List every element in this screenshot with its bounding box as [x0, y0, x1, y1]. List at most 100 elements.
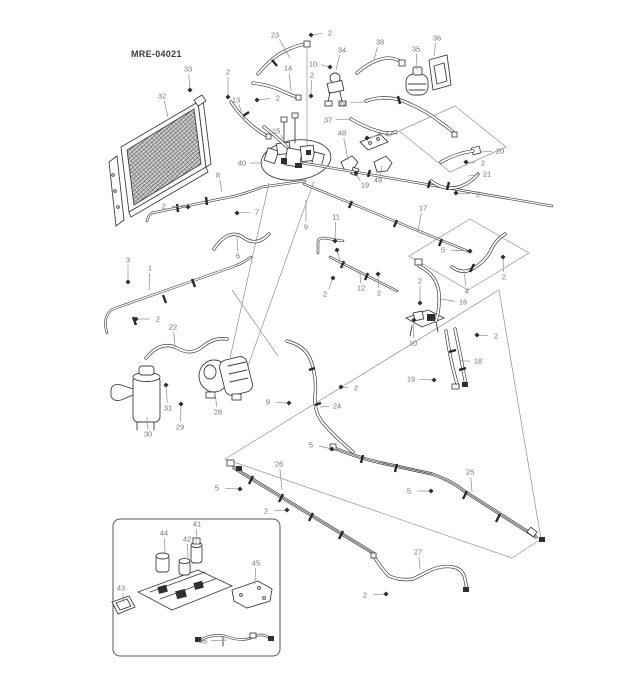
- callout-part-2: 2: [310, 71, 314, 80]
- leader-line-36: [433, 42, 437, 57]
- bolt-marker: [225, 94, 231, 100]
- callout-part-18: 18: [474, 357, 482, 366]
- leader-line-8: [219, 179, 223, 193]
- leader-line-33: [188, 73, 191, 91]
- bolt-marker: [375, 271, 381, 277]
- callout-part-16: 16: [459, 298, 467, 307]
- callout-part-13: 13: [232, 96, 240, 105]
- callout-part-2: 2: [494, 332, 498, 341]
- callout-part-11: 11: [332, 213, 340, 222]
- callout-part-38: 38: [376, 38, 384, 47]
- callout-part-28: 28: [214, 408, 222, 417]
- leader-line-15: [280, 134, 289, 148]
- callout-part-9: 9: [266, 398, 270, 407]
- leader-line-41: [195, 528, 197, 544]
- bolt-marker: [254, 97, 260, 103]
- callout-part-45: 45: [252, 559, 260, 568]
- callout-part-2: 2: [476, 190, 480, 199]
- callout-part-10: 10: [309, 60, 317, 69]
- leader-line-35: [415, 53, 418, 71]
- leader-line-6: [236, 236, 238, 252]
- callout-part-24: 24: [333, 402, 341, 411]
- leader-line-2: [310, 79, 313, 97]
- bolt-marker: [185, 204, 191, 210]
- callout-part-29: 29: [176, 423, 184, 432]
- callout-part-8: 8: [216, 171, 220, 180]
- pump-35-illustration: [405, 66, 429, 96]
- callout-part-2: 2: [162, 202, 166, 211]
- bolt-marker: [338, 384, 344, 390]
- callout-part-4: 4: [465, 287, 469, 296]
- bolt-marker: [133, 316, 139, 322]
- bolt-marker: [332, 238, 338, 244]
- callout-part-32: 32: [158, 92, 166, 101]
- leader-line-16: [440, 298, 456, 302]
- leader-line-1: [148, 272, 151, 291]
- bolt-marker: [383, 591, 389, 597]
- bolt-marker: [428, 488, 434, 494]
- leader-line-22: [173, 331, 176, 348]
- leader-line-5: [450, 249, 471, 252]
- bolt-marker: [334, 247, 340, 253]
- callout-part-7: 7: [255, 208, 259, 217]
- leader-line-29: [179, 403, 182, 423]
- callout-part-2: 2: [341, 261, 345, 270]
- leader-line-44: [163, 537, 166, 554]
- bolt-marker: [364, 135, 370, 141]
- leader-line-37: [335, 118, 352, 121]
- callout-part-48: 48: [338, 129, 346, 138]
- leader-line-25: [470, 476, 473, 493]
- leader-line-38: [373, 46, 378, 61]
- leader-line-11: [334, 221, 337, 242]
- callout-part-5: 5: [215, 484, 219, 493]
- bolt-marker: [125, 279, 131, 285]
- leader-line-13: [238, 104, 246, 123]
- bolt-marker: [163, 382, 169, 388]
- leader-line-45: [254, 567, 257, 585]
- bolt-marker: [500, 254, 506, 260]
- callout-part-37: 37: [324, 116, 332, 125]
- callout-part-2: 2: [156, 315, 160, 324]
- leader-line-43: [122, 592, 125, 603]
- callout-part-2: 2: [481, 159, 485, 168]
- leader-line-28: [214, 392, 218, 408]
- callout-part-14: 14: [284, 64, 292, 73]
- clamp-marks: [131, 59, 502, 540]
- leader-line-26: [279, 468, 283, 491]
- callout-part-1: 1: [148, 264, 152, 273]
- leader-line-30: [146, 416, 148, 430]
- callout-part-25: 25: [466, 468, 474, 477]
- valve-assembly-illustration: [260, 112, 332, 181]
- callout-part-3: 3: [126, 256, 130, 265]
- leader-line-20: [479, 150, 493, 153]
- callout-part-26: 26: [275, 460, 283, 469]
- callout-part-47: 47: [385, 130, 393, 139]
- callout-part-15: 15: [272, 127, 280, 136]
- bracket-34-illustration: [324, 72, 347, 107]
- tube-fittings: [226, 40, 545, 592]
- leader-line-32: [163, 100, 169, 118]
- callout-part-35: 35: [412, 45, 420, 54]
- bolt-marker: [237, 486, 243, 492]
- callout-part-2: 2: [328, 29, 332, 38]
- callout-part-20: 20: [496, 147, 504, 156]
- leader-line-14: [288, 72, 292, 91]
- bolt-marker: [284, 507, 290, 513]
- callout-part-44: 44: [160, 529, 168, 538]
- callout-part-42: 42: [183, 535, 191, 544]
- callout-part-2: 2: [354, 384, 358, 393]
- leader-line-27: [418, 556, 421, 570]
- bolt-marker: [327, 64, 333, 70]
- reference-outlines: [224, 46, 542, 559]
- leader-line-34: [335, 54, 341, 71]
- leader-line-48: [343, 137, 349, 161]
- leader-line-24: [319, 405, 330, 408]
- leader-line-17: [417, 212, 422, 232]
- bolt-marker: [463, 159, 469, 165]
- callout-part-2: 2: [276, 94, 280, 103]
- bolt-marker: [330, 275, 336, 281]
- bolt-marker: [474, 332, 480, 338]
